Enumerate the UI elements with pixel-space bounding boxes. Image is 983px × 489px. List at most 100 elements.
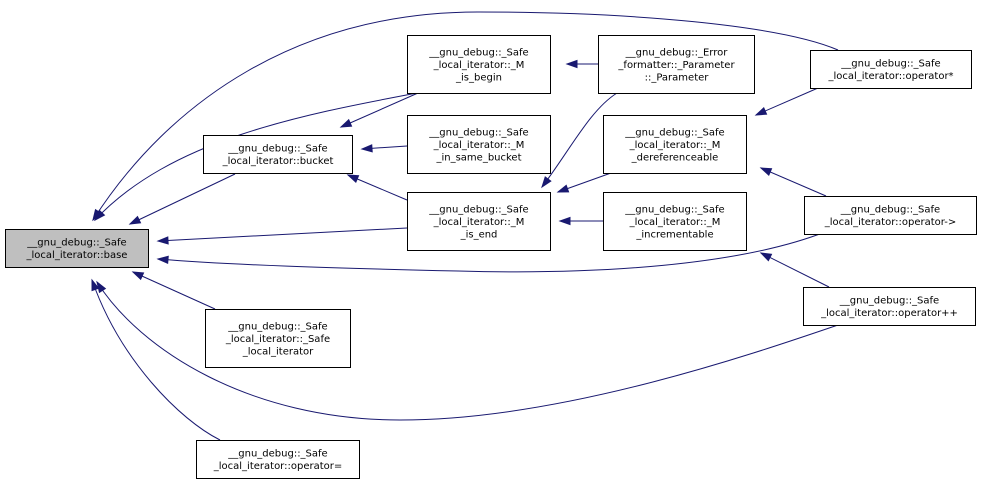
arrowhead	[360, 144, 373, 153]
node-label-line: _formatter::_Parameter	[617, 60, 735, 71]
node-bucket[interactable]: __gnu_debug::_Safe_local_iterator::bucke…	[203, 135, 353, 174]
node-box	[598, 35, 755, 94]
node-label-line: _local_iterator::_M	[433, 217, 525, 228]
node-base[interactable]: __gnu_debug::_Safe_local_iterator::base	[5, 229, 149, 268]
node-label-line: _local_iterator::_Safe	[225, 334, 330, 345]
node-safe-local-iterator[interactable]: __gnu_debug::_Safe_local_iterator::_Safe…	[205, 309, 351, 368]
arrowhead	[541, 176, 552, 189]
edge-operator-arrow-to-base	[156, 231, 826, 273]
node-operator-assign[interactable]: __gnu_debug::_Safe_local_iterator::opera…	[196, 440, 360, 479]
arrowhead	[565, 59, 578, 69]
node-operator-deref[interactable]: __gnu_debug::_Safe_local_iterator::opera…	[810, 50, 972, 89]
node-label-line: _is_begin	[455, 72, 502, 83]
edge-m-dereferenceable-to-m-is-end	[556, 172, 612, 193]
node-label-line: _local_iterator	[242, 346, 314, 357]
edge-operator-deref-to-m-dereferenceable	[754, 87, 819, 116]
node-error-formatter-parameter[interactable]: __gnu_debug::_Error_formatter::_Paramete…	[598, 35, 755, 94]
node-label-line: __gnu_debug::_Safe	[26, 238, 126, 249]
edge-operator-deref-to-base	[92, 11, 839, 222]
node-label-line: _local_iterator::_M	[629, 217, 721, 228]
node-box	[407, 115, 551, 174]
edge-error-formatter-parameter-to-m-is-end	[541, 92, 618, 189]
node-box	[205, 309, 351, 368]
node-label-line: __gnu_debug::_Safe	[227, 144, 327, 155]
node-label-line: __gnu_debug::_Safe	[428, 47, 528, 58]
arrowhead	[156, 255, 169, 265]
edge-error-formatter-parameter-to-m-is-begin	[565, 59, 598, 69]
node-label-line: _local_iterator::_M	[433, 140, 525, 151]
node-m-is-end[interactable]: __gnu_debug::_Safe_local_iterator::_M_is…	[407, 192, 551, 251]
arrowhead	[131, 271, 145, 281]
edge-line	[94, 92, 418, 221]
edge-operator-increment-to-m-incrementable	[759, 252, 830, 288]
edge-line	[760, 252, 830, 288]
edge-operator-increment-to-base	[96, 280, 839, 421]
arrowhead	[128, 215, 142, 225]
edge-m-in-same-bucket-to-bucket	[360, 144, 408, 153]
node-box	[407, 192, 551, 251]
edge-line	[541, 92, 618, 188]
edge-line	[92, 11, 839, 221]
edge-line	[132, 271, 216, 310]
node-label-line: _local_iterator::base	[26, 250, 128, 261]
node-label-line: __gnu_debug::_Safe	[839, 296, 939, 307]
arrowhead	[558, 216, 571, 226]
edge-line	[340, 92, 419, 128]
node-label-line: _in_same_bucket	[435, 152, 521, 163]
edge-line	[760, 167, 827, 197]
node-m-in-same-bucket[interactable]: __gnu_debug::_Safe_local_iterator::_M_in…	[407, 115, 551, 174]
node-m-is-begin[interactable]: __gnu_debug::_Safe_local_iterator::_M_is…	[407, 35, 551, 94]
edge-m-is-begin-to-bucket	[339, 92, 419, 128]
edge-line	[157, 231, 826, 273]
edge-line	[91, 279, 221, 441]
nodes-layer: __gnu_debug::_Safe_local_iterator::base_…	[5, 35, 977, 479]
arrowhead	[556, 184, 570, 193]
node-label-line: _local_iterator::operator*	[827, 71, 953, 82]
node-m-dereferenceable[interactable]: __gnu_debug::_Safe_local_iterator::_M_de…	[603, 115, 747, 174]
node-label-line: __gnu_debug::_Safe	[428, 127, 528, 138]
node-box	[603, 115, 747, 174]
node-box	[810, 50, 972, 89]
node-operator-arrow[interactable]: __gnu_debug::_Safe_local_iterator::opera…	[804, 196, 977, 235]
arrowhead	[156, 236, 169, 245]
arrowhead	[759, 167, 773, 177]
arrowhead	[92, 208, 103, 222]
arrowhead	[346, 174, 360, 183]
node-box	[803, 287, 976, 326]
node-box	[407, 35, 551, 94]
node-label-line: _dereferenceable	[631, 152, 719, 163]
node-label-line: ::_Parameter	[645, 72, 710, 83]
node-label-line: __gnu_debug::_Safe	[428, 204, 528, 215]
arrowhead	[759, 252, 773, 262]
node-label-line: _incrementable	[635, 229, 713, 240]
arrowhead	[339, 118, 353, 128]
node-label-line: __gnu_debug::_Safe	[840, 205, 940, 216]
edge-line	[347, 174, 408, 201]
node-label-line: _local_iterator::operator=	[213, 461, 343, 472]
edge-line	[96, 281, 839, 421]
node-box	[603, 192, 747, 251]
node-label-line: __gnu_debug::_Safe	[624, 204, 724, 215]
node-box	[5, 229, 149, 268]
arrowhead	[754, 106, 768, 116]
edge-safe-local-iterator-to-base	[131, 271, 216, 310]
node-label-line: _is_end	[460, 229, 498, 240]
edge-line	[755, 87, 819, 116]
node-box	[203, 135, 353, 174]
node-operator-increment[interactable]: __gnu_debug::_Safe_local_iterator::opera…	[803, 287, 976, 326]
node-label-line: _local_iterator::operator++	[820, 308, 958, 319]
edge-m-is-end-to-base	[156, 227, 408, 245]
edge-operator-assign-to-base	[91, 278, 221, 441]
node-box	[196, 440, 360, 479]
node-label-line: _local_iterator::operator->	[824, 217, 956, 228]
node-label-line: __gnu_debug::_Safe	[227, 449, 327, 460]
edges-layer	[91, 11, 839, 441]
node-label-line: __gnu_debug::_Safe	[624, 127, 724, 138]
edge-operator-arrow-to-m-dereferenceable	[759, 167, 827, 197]
node-label-line: _local_iterator::_M	[433, 60, 525, 71]
edge-m-is-end-to-bucket	[346, 174, 408, 201]
node-m-incrementable[interactable]: __gnu_debug::_Safe_local_iterator::_M_in…	[603, 192, 747, 251]
edge-line	[129, 173, 236, 225]
node-label-line: __gnu_debug::_Safe	[840, 59, 940, 70]
